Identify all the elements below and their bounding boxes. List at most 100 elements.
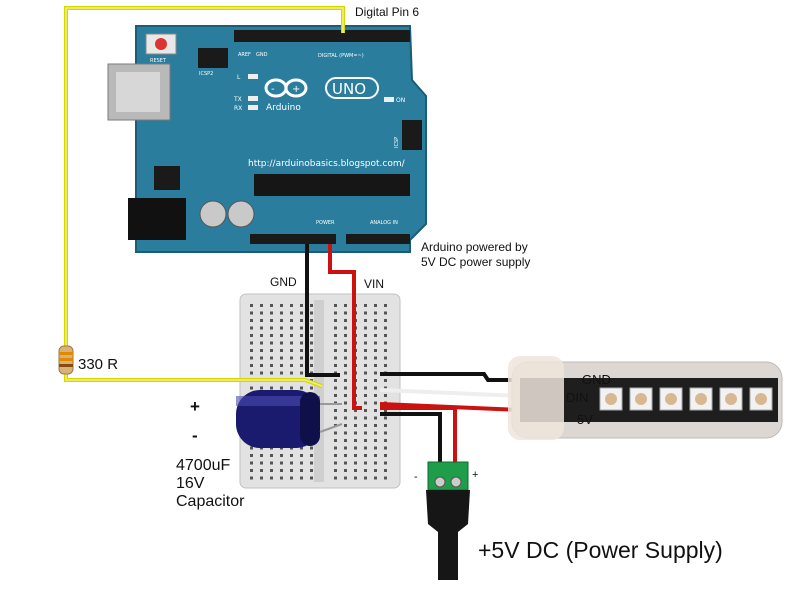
breadboard-hole	[334, 319, 337, 322]
breadboard-hole	[260, 454, 263, 457]
breadboard-hole	[310, 476, 313, 480]
breadboard-hole	[384, 326, 387, 330]
breadboard-hole	[270, 356, 273, 360]
led-tx-label: TX	[233, 96, 242, 103]
breadboard-hole	[334, 311, 337, 315]
electrolytic-capacitor	[236, 390, 343, 448]
breadboard-hole	[384, 409, 387, 412]
capacitor-plus-label: +	[190, 397, 200, 416]
breadboard-hole	[310, 454, 313, 457]
breadboard-hole	[334, 386, 337, 390]
breadboard-hole	[270, 341, 273, 345]
breadboard-hole	[334, 394, 337, 397]
breadboard-hole	[374, 409, 377, 412]
breadboard-hole	[250, 386, 253, 390]
strip-din-wire	[379, 388, 521, 398]
breadboard-hole	[300, 349, 303, 352]
breadboard-hole	[310, 386, 313, 390]
breadboard-hole	[374, 454, 377, 457]
board-capacitor-1	[199, 200, 227, 228]
strip-led-lens	[605, 393, 617, 405]
breadboard-hole	[290, 461, 293, 465]
breadboard-hole	[374, 476, 377, 480]
breadboard-hole	[364, 424, 367, 427]
breadboard-hole	[364, 386, 367, 390]
breadboard-hole	[270, 334, 273, 337]
power-label: POWER	[316, 220, 335, 226]
breadboard-hole	[300, 341, 303, 345]
breadboard-hole	[260, 319, 263, 322]
breadboard-hole	[354, 454, 357, 457]
breadboard-hole	[290, 386, 293, 390]
breadboard-hole	[344, 304, 347, 307]
breadboard-hole	[270, 304, 273, 307]
breadboard-hole	[334, 431, 337, 435]
breadboard-hole	[290, 304, 293, 307]
breadboard-hole	[250, 371, 253, 375]
breadboard-hole	[384, 461, 387, 465]
breadboard-hole	[334, 341, 337, 345]
breadboard-hole	[384, 454, 387, 457]
breadboard-hole	[260, 304, 263, 307]
breadboard-hole	[300, 356, 303, 360]
breadboard-hole	[384, 424, 387, 427]
digital-pin-label: Digital Pin 6	[355, 5, 419, 19]
screw-terminal	[427, 461, 469, 491]
breadboard-hole	[364, 469, 367, 472]
breadboard-hole	[374, 386, 377, 390]
reset-label: RESET	[150, 58, 167, 64]
breadboard-hole	[384, 416, 387, 420]
breadboard-hole	[270, 326, 273, 330]
breadboard-hole	[354, 469, 357, 472]
breadboard-hole	[310, 349, 313, 352]
jack-minus-label: -	[414, 471, 418, 483]
vin-wire-red	[328, 244, 362, 410]
breadboard-hole	[384, 431, 387, 435]
breadboard-hole	[334, 439, 337, 442]
breadboard-hole	[250, 364, 253, 367]
breadboard-hole	[270, 461, 273, 465]
breadboard-hole	[260, 386, 263, 390]
breadboard-hole	[270, 469, 273, 472]
breadboard-hole	[344, 379, 347, 382]
breadboard-hole	[280, 371, 283, 375]
breadboard-hole	[344, 311, 347, 315]
breadboard-hole	[260, 476, 263, 480]
arduino-uno-board: RESET ICSP2 DIGITAL (PWM=~) AREF GND L T…	[107, 25, 427, 253]
breadboard-hole	[290, 341, 293, 345]
breadboard-hole	[344, 334, 347, 337]
breadboard-hole	[364, 341, 367, 345]
breadboard-hole	[374, 304, 377, 307]
arduino-url: http://arduinobasics.blogspot.com/	[248, 159, 406, 169]
breadboard-hole	[374, 326, 377, 330]
breadboard-hole	[344, 424, 347, 427]
breadboard-hole	[374, 424, 377, 427]
breadboard-hole	[354, 461, 357, 465]
breadboard-hole	[310, 461, 313, 465]
breadboard-hole	[290, 326, 293, 330]
dc-jack	[128, 198, 186, 240]
breadboard-hole	[300, 334, 303, 337]
breadboard-hole	[354, 409, 357, 412]
breadboard-hole	[290, 364, 293, 367]
breadboard-hole	[250, 326, 253, 330]
breadboard-hole	[310, 334, 313, 337]
led-l-label: L	[237, 74, 241, 81]
breadboard-hole	[260, 326, 263, 330]
breadboard-hole	[344, 439, 347, 442]
breadboard-hole	[310, 356, 313, 360]
breadboard-hole	[374, 461, 377, 465]
breadboard-hole	[344, 326, 347, 330]
breadboard-hole	[290, 454, 293, 457]
breadboard-hole	[250, 334, 253, 337]
breadboard-hole	[344, 371, 347, 375]
breadboard-hole	[354, 416, 357, 420]
breadboard-hole	[250, 319, 253, 322]
breadboard-hole	[280, 311, 283, 315]
breadboard-hole	[354, 439, 357, 442]
digital-header	[234, 30, 410, 42]
breadboard-hole	[374, 319, 377, 322]
supply-gnd-wire	[380, 412, 442, 472]
breadboard-hole	[300, 469, 303, 472]
breadboard-hole	[270, 454, 273, 457]
